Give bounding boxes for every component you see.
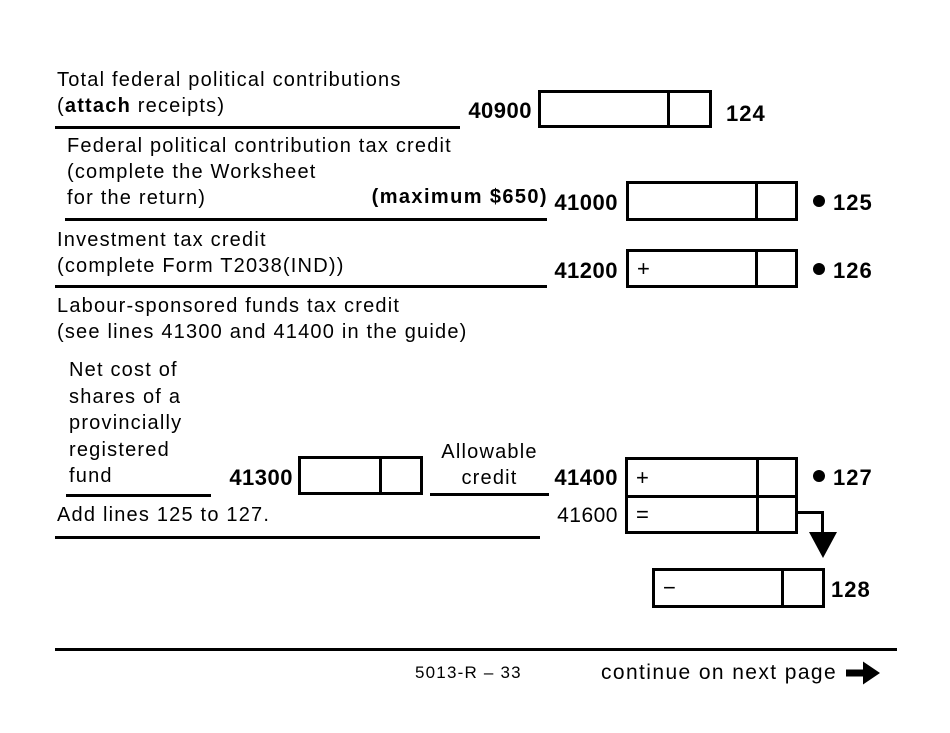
continue-next-page: continue on next page (601, 660, 881, 686)
line-number-128: 128 (831, 577, 871, 602)
continue-text: continue on next page (601, 661, 838, 684)
field-code-41400: 41400 (554, 465, 618, 490)
down-arrow-icon (809, 532, 837, 558)
amount-field-41000-dollars[interactable] (629, 184, 755, 218)
total-contributions-label-line1: Total federal political contributions (57, 69, 402, 91)
amount-field-40900-dollars[interactable] (541, 93, 667, 125)
amount-field-41000-cents[interactable] (755, 184, 795, 218)
amount-field-41000[interactable] (626, 181, 798, 221)
equals-operator: = (636, 501, 649, 527)
amount-field-40900-cents[interactable] (667, 93, 709, 125)
field-code-41200: 41200 (554, 258, 618, 283)
labour-funds-label-line1: Labour-sponsored funds tax credit (57, 295, 401, 317)
amount-field-41300-dollars[interactable] (301, 459, 379, 492)
next-page-arrow-icon (846, 661, 881, 685)
fund-underline-rule (66, 494, 211, 497)
attach-rest: receipts) (130, 95, 226, 117)
net-cost-line-2: shares of a (69, 386, 182, 408)
cents-divider (781, 571, 784, 605)
separator-rule-4 (55, 536, 540, 539)
cents-divider (756, 460, 759, 531)
attach-open-paren: ( (57, 95, 65, 117)
total-contributions-label-line2: (attach receipts) (57, 93, 225, 119)
net-cost-line-5: fund (69, 465, 113, 487)
allowable-credit-underline-rule (430, 493, 549, 496)
add-lines-label: Add lines 125 to 127. (57, 504, 271, 526)
line-number-126: 126 (833, 258, 873, 283)
amount-field-41200[interactable]: + (626, 249, 798, 288)
footer-rule (55, 648, 897, 651)
amount-field-128[interactable]: − (652, 568, 825, 608)
net-cost-line-4: registered (69, 439, 170, 461)
field-code-41000: 41000 (554, 190, 618, 215)
attach-bold-word: attach (64, 95, 131, 117)
line-number-125: 125 (833, 190, 873, 215)
bullet-icon-125: ● (813, 195, 825, 207)
field-code-40900: 40900 (468, 98, 532, 123)
amount-field-41200-cents[interactable] (755, 252, 795, 285)
federal-credit-label-line1: Federal political contribution tax credi… (67, 135, 452, 157)
allowable-credit-label-line1: Allowable (441, 441, 538, 463)
federal-credit-label-line2: (complete the Worksheet (67, 161, 317, 183)
connector-line-horizontal (798, 511, 824, 514)
stack-divider (628, 495, 795, 498)
amount-field-41400[interactable]: + (628, 460, 795, 495)
cents-divider (755, 252, 758, 285)
bullet-icon-127: ● (813, 470, 825, 482)
amount-field-41200-dollars[interactable] (629, 252, 755, 285)
page-code: 5013-R – 33 (415, 663, 522, 682)
net-cost-line-1: Net cost of (69, 359, 178, 381)
line-number-124: 124 (726, 101, 766, 126)
federal-credit-label-line3: for the return) (67, 187, 207, 209)
amount-field-41300-cents[interactable] (382, 459, 420, 492)
amount-field-stack-41400-41600: + = (625, 457, 798, 534)
plus-operator: + (636, 464, 649, 490)
field-code-41600: 41600 (557, 504, 618, 527)
maximum-note: (maximum $650) (371, 186, 548, 208)
minus-operator: − (663, 575, 676, 600)
plus-operator: + (637, 255, 650, 281)
amount-field-128-dollars[interactable] (655, 571, 781, 605)
field-code-41300: 41300 (229, 465, 293, 490)
amount-field-41600[interactable]: = (628, 498, 795, 531)
cents-divider (755, 184, 758, 218)
amount-field-40900[interactable] (538, 90, 712, 128)
cents-divider (379, 459, 382, 492)
investment-credit-label-line1: Investment tax credit (57, 229, 267, 251)
line-number-127: 127 (833, 465, 873, 490)
separator-rule-2 (65, 218, 547, 221)
amount-field-41300[interactable] (298, 456, 423, 495)
separator-rule-1 (55, 126, 460, 129)
connector-line-vertical (821, 511, 824, 534)
net-cost-line-3: provincially (69, 412, 183, 434)
cents-divider (667, 93, 670, 125)
separator-rule-3 (55, 285, 547, 288)
bullet-icon-126: ● (813, 263, 825, 275)
amount-field-128-cents[interactable] (781, 571, 822, 605)
allowable-credit-label-line2: credit (461, 467, 518, 489)
labour-funds-label-line2: (see lines 41300 and 41400 in the guide) (57, 321, 468, 343)
investment-credit-label-line2: (complete Form T2038(IND)) (57, 255, 345, 277)
